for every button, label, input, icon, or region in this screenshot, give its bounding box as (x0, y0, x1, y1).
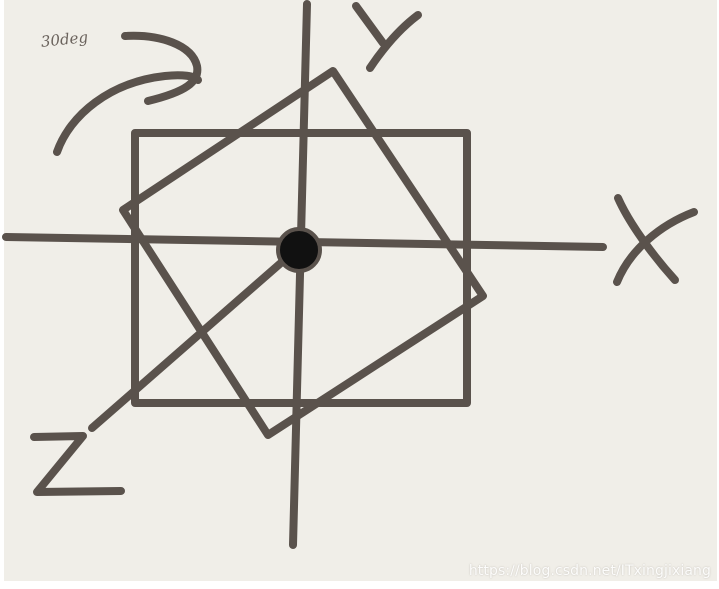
x-letter-glyph (613, 194, 698, 286)
original-square (131, 129, 471, 407)
watermark-text: https://blog.csdn.net/ITxingjixiang (468, 563, 711, 579)
y-letter-glyph (352, 2, 422, 72)
rotation-arrow-icon (53, 31, 202, 156)
drawing-canvas (4, 0, 717, 581)
rotated-square (119, 67, 487, 439)
z-letter-glyph (30, 432, 125, 496)
z-axis-line (88, 244, 302, 432)
origin-point (276, 227, 322, 273)
